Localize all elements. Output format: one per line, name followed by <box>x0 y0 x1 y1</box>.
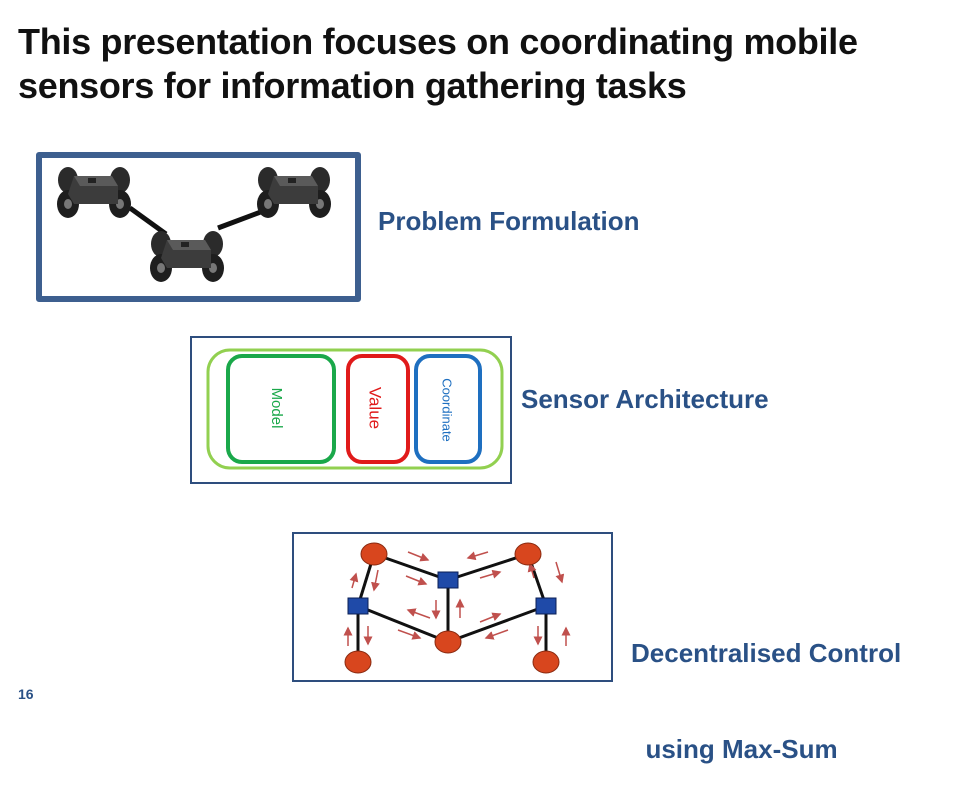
label-sensor-architecture: Sensor Architecture <box>521 383 769 415</box>
slide-number: 16 <box>18 686 34 702</box>
label-line: using Max-Sum <box>631 734 838 764</box>
architecture-panel: Model Value Coordinate <box>190 336 512 484</box>
variable-node <box>514 542 542 566</box>
variable-nodes <box>344 542 560 674</box>
label-line: Problem Formulation <box>378 206 640 236</box>
variable-node <box>360 542 388 566</box>
factor-node <box>347 597 369 615</box>
label-problem-formulation: Problem Formulation <box>378 205 639 237</box>
message-arrows <box>343 551 571 646</box>
slide-title-line-2: sensors for information gathering tasks <box>18 65 687 106</box>
robot-icon <box>150 231 224 282</box>
label-line: Decentralised Control <box>631 638 902 668</box>
model-label: Model <box>268 388 285 429</box>
slide-title: This presentation focuses on coordinatin… <box>18 20 938 108</box>
value-label: Value <box>366 387 385 429</box>
factor-node <box>437 571 459 589</box>
value-module <box>346 354 410 464</box>
robot-icon <box>257 167 331 218</box>
label-line: Sensor Architecture <box>521 384 769 414</box>
model-module <box>226 354 336 464</box>
robot-icon <box>57 167 131 218</box>
label-decentralised-control: Decentralised Control using Max-Sum <box>631 573 901 797</box>
factor-nodes <box>347 571 557 615</box>
link-line-left <box>128 205 168 237</box>
variable-node <box>344 650 372 674</box>
architecture-diagram: Model Value Coordinate <box>206 348 504 470</box>
factor-graph <box>343 542 571 674</box>
factor-node <box>535 597 557 615</box>
variable-node <box>434 630 462 654</box>
robots-illustration <box>57 167 331 282</box>
robots-panel <box>36 152 361 302</box>
coordinate-label: Coordinate <box>440 378 455 442</box>
maxsum-panel <box>292 532 613 682</box>
variable-node <box>532 650 560 674</box>
sensor-outline <box>206 348 504 470</box>
slide-title-line-1: This presentation focuses on coordinatin… <box>18 21 858 62</box>
link-line-right <box>217 207 267 231</box>
coordinate-module <box>414 354 482 464</box>
